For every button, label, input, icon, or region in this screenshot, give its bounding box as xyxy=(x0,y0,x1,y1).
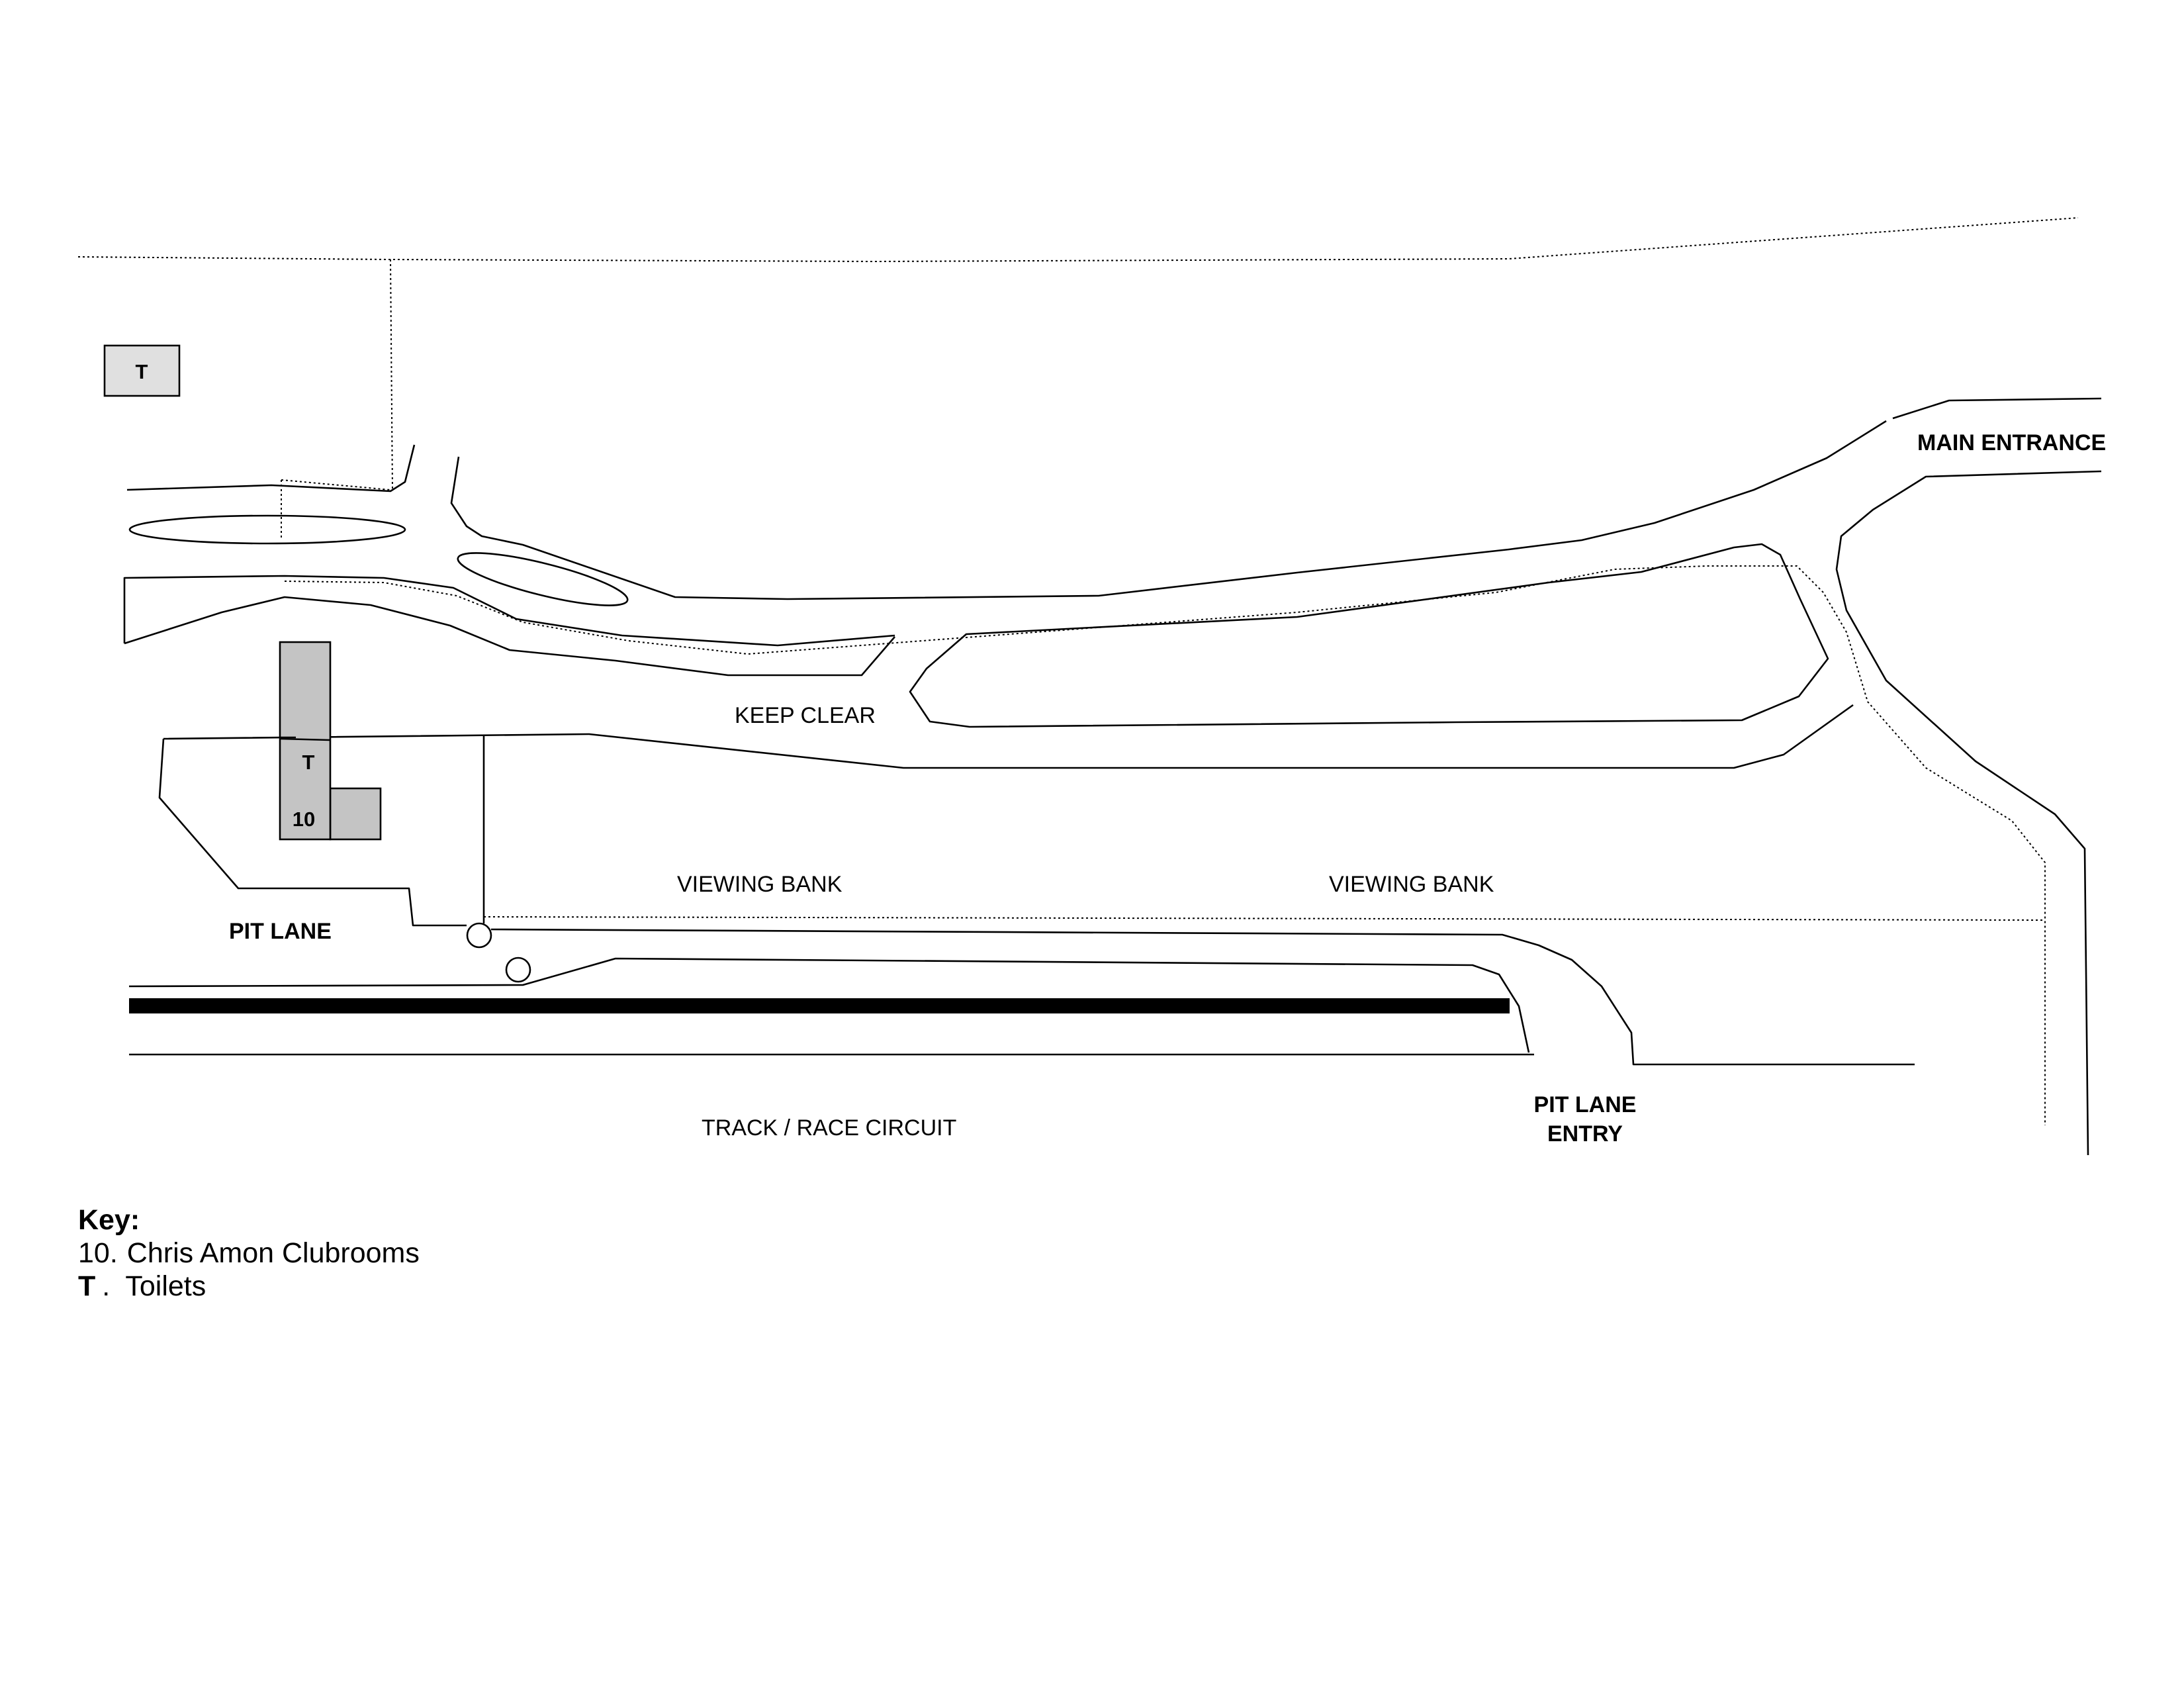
pit-wall xyxy=(129,998,1510,1013)
road-lower-edge xyxy=(123,575,895,647)
track-label: TRACK / RACE CIRCUIT xyxy=(702,1115,956,1141)
key-item-toilets: T. Toilets xyxy=(78,1270,420,1303)
clubroom-label: 10 xyxy=(293,808,315,831)
viewing-bank-label-1: VIEWING BANK xyxy=(677,872,842,897)
key-title: Key: xyxy=(78,1204,140,1236)
key-item-clubrooms: 10.Chris Amon Clubrooms xyxy=(78,1237,420,1270)
boundary-top xyxy=(77,217,2079,263)
pit-wall-edge xyxy=(128,957,1530,1053)
keep-clear-edge xyxy=(163,704,1854,769)
pit-marker-1 xyxy=(466,922,492,949)
pit-lane-entry-label-line2: ENTRY xyxy=(1547,1121,1623,1147)
boundary-left xyxy=(390,259,393,491)
key-code: T xyxy=(78,1270,96,1302)
pit-marker-2 xyxy=(505,957,531,983)
pit-lane-compound xyxy=(158,738,467,927)
road-north-edge xyxy=(126,444,416,492)
road-south-edge xyxy=(124,596,895,677)
key-code: 10. xyxy=(78,1237,118,1269)
keep-clear-label: KEEP CLEAR xyxy=(735,703,876,728)
key-label: Chris Amon Clubrooms xyxy=(126,1237,420,1269)
main-entrance-top-edge xyxy=(1892,397,2102,420)
pit-lane-label: PIT LANE xyxy=(229,919,332,944)
clubroom-wing xyxy=(329,787,382,841)
car-park-loop xyxy=(909,543,1829,728)
toilet-block-label: T xyxy=(136,360,148,383)
road-upper-main xyxy=(450,420,1887,600)
island-east xyxy=(457,552,629,606)
map-key: Key: 10.Chris Amon Clubrooms T. Toilets xyxy=(78,1203,420,1303)
main-entrance-bottom-edge xyxy=(1835,470,2102,1156)
pit-lane-road xyxy=(490,928,1915,1066)
viewing-bank-line xyxy=(483,916,2046,921)
key-label: . Toilets xyxy=(102,1270,206,1302)
dotted-road xyxy=(284,565,2046,1125)
clubroom-divider xyxy=(279,737,331,741)
pit-lane-entry-label-line1: PIT LANE xyxy=(1534,1092,1637,1117)
main-entrance-label: MAIN ENTRANCE xyxy=(1917,430,2106,455)
toilet-block xyxy=(103,344,181,397)
clubroom-building xyxy=(279,641,332,841)
roundabout-west xyxy=(128,514,406,545)
viewing-bank-label-2: VIEWING BANK xyxy=(1329,872,1494,897)
clubroom-toilet-label: T xyxy=(302,751,315,774)
